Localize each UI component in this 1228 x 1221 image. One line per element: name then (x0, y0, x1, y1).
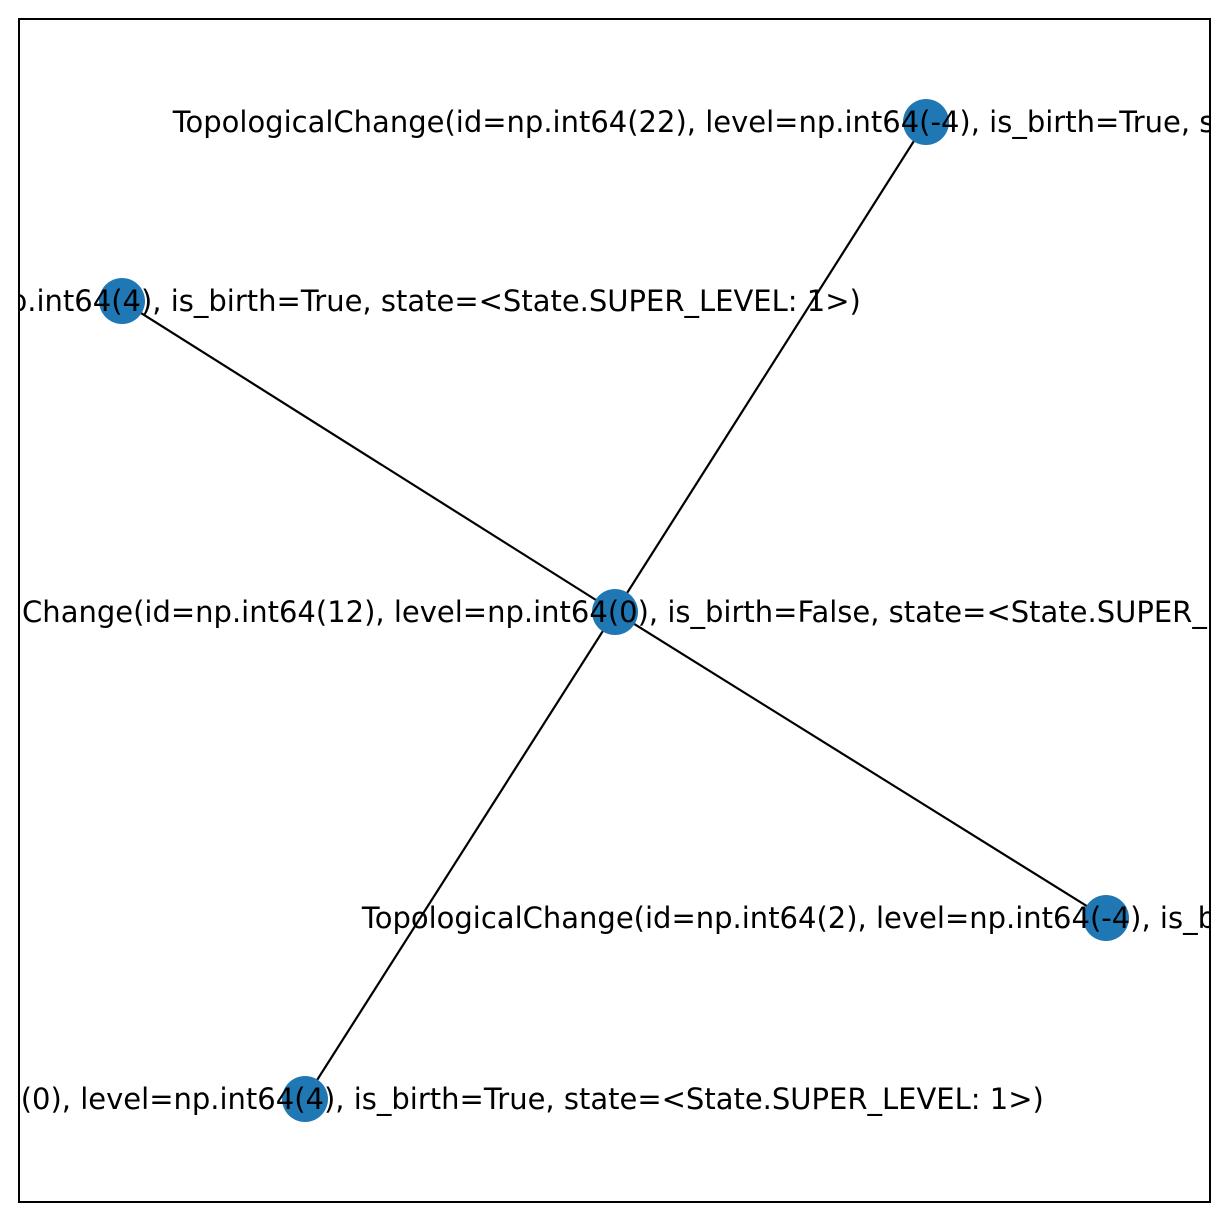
node-top-right (903, 99, 949, 145)
node-label-center: TopologicalChange(id=np.int64(12), level… (0, 595, 1228, 629)
nodes-layer (99, 99, 1129, 1122)
node-lower-right (1083, 895, 1129, 941)
edge-center-to-top-right (614, 121, 927, 613)
edge-center-to-bottom-left (304, 611, 616, 1100)
node-label-bottom-left: TopologicalChange(id=np.int64(0), level=… (0, 1082, 1044, 1116)
node-label-top-right: TopologicalChange(id=np.int64(22), level… (172, 105, 1228, 139)
node-bottom-left (282, 1076, 328, 1122)
labels-layer: TopologicalChange(id=np.int64(12), level… (0, 105, 1228, 1116)
node-label-upper-left: TopologicalChange(id=np.int64(6), level=… (0, 284, 861, 318)
node-upper-left (99, 278, 145, 324)
node-center (592, 589, 638, 635)
edge-center-to-lower-right (614, 611, 1107, 919)
edges-layer (121, 121, 1107, 1100)
edge-center-to-upper-left (121, 300, 616, 613)
node-label-lower-right: TopologicalChange(id=np.int64(2), level=… (361, 901, 1228, 935)
